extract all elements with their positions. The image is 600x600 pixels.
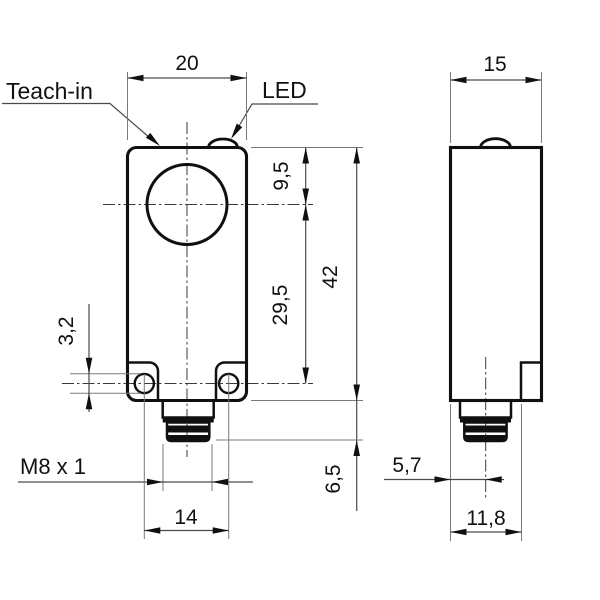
dim-connector-length-6-5: 6,5 xyxy=(216,439,363,494)
flange-step-right xyxy=(214,361,246,400)
arrow-icon xyxy=(85,357,93,374)
dim-value-42: 42 xyxy=(319,265,342,288)
arrow-icon xyxy=(302,147,310,164)
arrow-icon xyxy=(485,476,502,483)
dim-value-29-5: 29,5 xyxy=(269,285,292,326)
arrow-icon xyxy=(353,384,361,401)
arrow-icon xyxy=(230,74,247,82)
arrow-icon xyxy=(85,393,93,410)
connector-thread-side xyxy=(463,421,508,443)
arrow-icon xyxy=(212,527,229,534)
thread-band-front-2 xyxy=(168,435,209,440)
connector-front xyxy=(161,399,215,443)
led-label: LED xyxy=(262,77,307,103)
connector-side xyxy=(458,399,513,443)
led-leader-line xyxy=(238,103,318,127)
teach-in-arrow-icon xyxy=(145,132,160,146)
dim-thread-m8x1: M8 x 1 xyxy=(18,444,253,491)
dim-hole-diameter-3-2: 3,2 xyxy=(55,304,141,412)
dim-connector-axis-5-7: 5,7 xyxy=(384,404,504,541)
arrow-icon xyxy=(525,76,542,84)
arrow-icon xyxy=(302,188,310,205)
arrow-icon xyxy=(127,74,144,82)
arrow-icon xyxy=(450,528,467,536)
dim-value-20: 20 xyxy=(175,52,198,75)
arrow-icon xyxy=(147,478,163,486)
connector-ring-side xyxy=(460,417,511,423)
dim-value-15: 15 xyxy=(483,53,506,76)
dim-face-offset-9-5: 9,5 xyxy=(251,147,363,384)
dim-value-6-5: 6,5 xyxy=(322,464,345,493)
dim-hole-offset-29-5: 29,5 xyxy=(269,204,310,384)
dim-body-height-42: 42 xyxy=(251,147,363,511)
callout-led: LED xyxy=(231,77,318,139)
arrow-icon xyxy=(212,478,228,486)
led-dome-side xyxy=(479,137,512,148)
led-arrow-icon xyxy=(231,123,243,139)
teach-in-label: Teach-in xyxy=(6,78,93,104)
body-step-side xyxy=(519,361,541,400)
callout-teach-in: Teach-in xyxy=(2,78,160,146)
flange-step-left xyxy=(128,361,160,400)
arrow-icon xyxy=(353,147,361,164)
arrow-icon xyxy=(302,204,310,221)
arrow-icon xyxy=(434,476,451,483)
thread-band-side-1 xyxy=(465,425,506,433)
dim-value-3-2: 3,2 xyxy=(55,316,78,345)
connector-ring-front xyxy=(162,417,214,423)
arrow-icon xyxy=(144,527,161,534)
connector-thread-front xyxy=(165,421,211,443)
sensing-face-circle xyxy=(145,163,229,246)
dim-front-width: 20 xyxy=(127,52,247,140)
thread-band-side-2 xyxy=(465,435,506,440)
led-dome-front xyxy=(207,137,239,148)
arrow-icon xyxy=(505,528,522,536)
arrow-icon xyxy=(302,367,310,384)
dim-value-14: 14 xyxy=(174,506,198,529)
dim-value-5-7: 5,7 xyxy=(392,454,421,477)
thread-label: M8 x 1 xyxy=(20,454,86,479)
thread-band-front-1 xyxy=(168,425,209,433)
arrow-icon xyxy=(353,440,361,456)
dim-value-9-5: 9,5 xyxy=(270,161,293,190)
front-view xyxy=(62,122,313,457)
dim-value-11-8: 11,8 xyxy=(466,507,505,530)
arrow-icon xyxy=(450,76,467,84)
dim-hole-pitch-14: 14 xyxy=(143,374,230,539)
dim-side-depth-15: 15 xyxy=(450,53,542,143)
connector-collar-front xyxy=(161,399,215,419)
side-view xyxy=(448,137,544,499)
teach-in-leader-line xyxy=(2,102,151,139)
dim-step-offset-11-8: 11,8 xyxy=(450,404,522,541)
